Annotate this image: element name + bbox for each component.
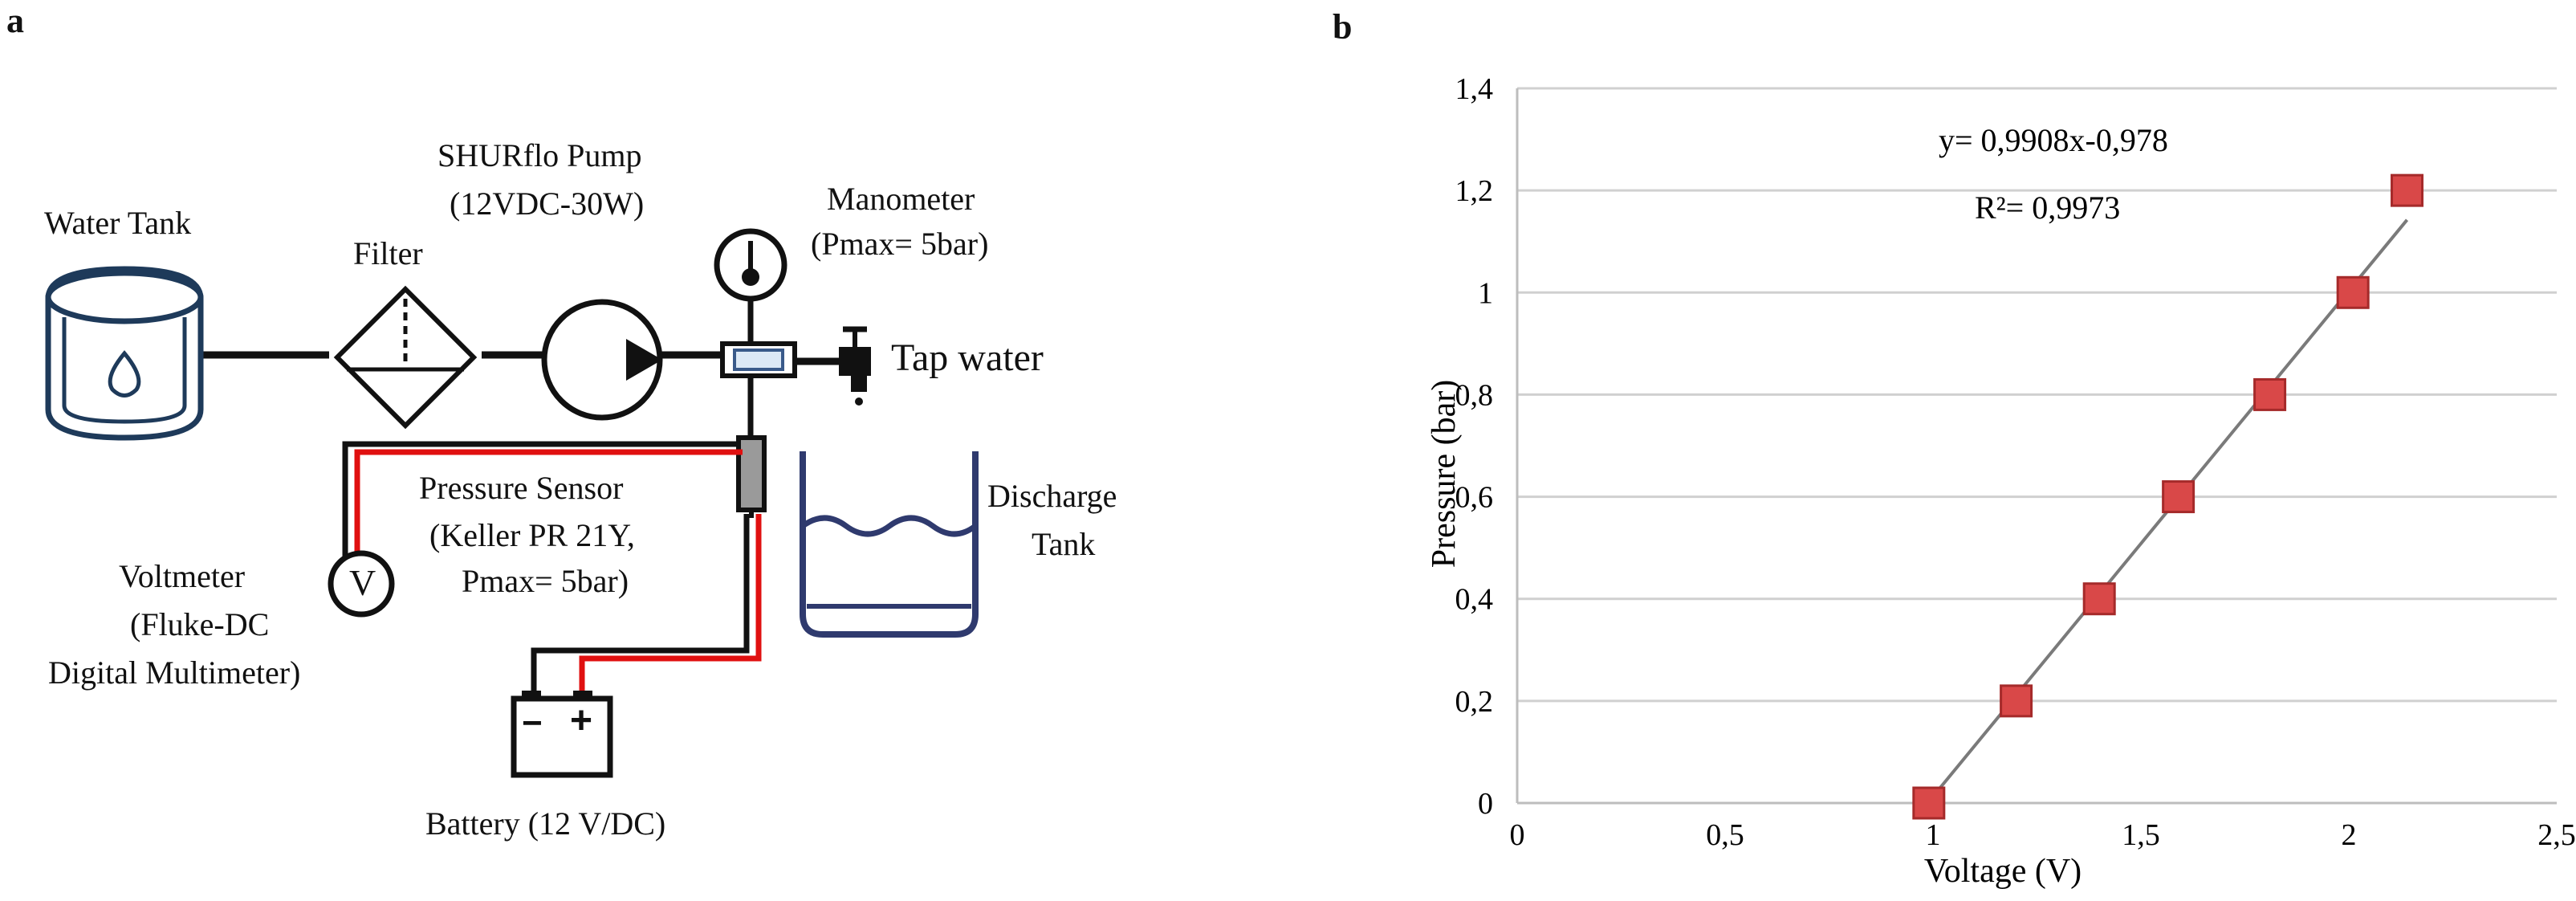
voltmeter-label-line3: Digital Multimeter) — [48, 654, 301, 691]
equation-annotation: y= 0,9908x-0,978 — [1939, 122, 2168, 158]
calibration-chart: 0 0,2 0,4 0,6 0,8 1 1,2 1,4 0 0,5 1 1,5 2 2,5 y= 0,99… — [1426, 72, 2576, 890]
y-tick-label: 1,2 — [1455, 174, 1494, 208]
panel-b-chart: b 0 0,2 0,4 0,6 0,8 1 1,2 1,4 0 0,5 1 1,5 2 2,5 y= 0,… — [1316, 0, 2576, 901]
x-tick-label: 1,5 — [2122, 818, 2160, 852]
pump-label-line2: (12VDC-30W) — [450, 186, 645, 222]
x-tick-label: 0,5 — [1706, 818, 1744, 852]
y-tick-label: 1,4 — [1455, 72, 1494, 106]
x-tick-label: 0 — [1510, 818, 1525, 852]
voltmeter-black-wire — [342, 441, 739, 562]
data-point-marker — [2253, 377, 2287, 411]
data-point-marker — [2162, 480, 2196, 514]
y-tick-label: 0 — [1478, 787, 1493, 821]
data-point-marker — [2000, 684, 2033, 718]
water-tank-label: Water Tank — [44, 205, 192, 241]
x-tick-label: 2 — [2342, 818, 2357, 852]
y-tick-label: 0,4 — [1455, 583, 1494, 617]
panel-a-diagram: a — [6, 1, 1117, 842]
r-squared-annotation: R²= 0,9973 — [1975, 190, 2120, 226]
tap-water-label: Tap water — [891, 336, 1044, 379]
battery-label: Battery (12 V/DC) — [425, 805, 666, 842]
pressure-sensor-icon — [736, 435, 767, 518]
sensor-label-line1: Pressure Sensor — [419, 470, 624, 506]
y-axis-title: Pressure (bar) — [1426, 380, 1463, 568]
y-tick-label: 0,8 — [1455, 378, 1494, 412]
discharge-label-line2: Tank — [1032, 526, 1096, 562]
y-tick-label: 1 — [1478, 276, 1493, 310]
sensor-label-line2: (Keller PR 21Y, — [429, 517, 635, 553]
panel-label-a: a — [6, 1, 24, 40]
voltmeter-icon — [328, 550, 395, 618]
tap-faucet-icon — [839, 326, 871, 406]
tee-fitting-icon — [720, 297, 797, 438]
manometer-label-line1: Manometer — [827, 181, 975, 217]
data-point-marker — [2082, 582, 2116, 616]
voltmeter-label-line1: Voltmeter — [119, 558, 246, 594]
battery-red-wire — [579, 514, 762, 691]
data-points — [1912, 173, 2424, 820]
manometer-icon — [714, 228, 787, 302]
battery-plus-sign: + — [570, 699, 593, 742]
data-point-marker — [2391, 173, 2424, 207]
y-tick-label: 0,6 — [1455, 481, 1494, 515]
filter-icon — [333, 285, 478, 430]
discharge-tank-icon — [800, 451, 979, 638]
voltmeter-label-line2: (Fluke-DC — [130, 606, 270, 642]
voltmeter-symbol: V — [349, 562, 376, 603]
pump-label-line1: SHURflo Pump — [437, 137, 642, 173]
manometer-label-line2: (Pmax= 5bar) — [811, 226, 989, 262]
x-tick-label: 1 — [1926, 818, 1941, 852]
pump-icon — [541, 299, 663, 421]
water-tank-icon — [45, 266, 204, 441]
grid-lines — [1517, 87, 2557, 703]
x-tick-label: 2,5 — [2537, 818, 2576, 852]
data-point-marker — [2336, 275, 2370, 309]
battery-minus-sign: − — [522, 703, 543, 743]
y-tick-label: 0,2 — [1455, 685, 1494, 719]
data-point-marker — [1912, 786, 1946, 820]
panel-label-b: b — [1333, 7, 1353, 47]
discharge-label-line1: Discharge — [987, 478, 1117, 514]
voltmeter-red-wire — [354, 449, 743, 562]
sensor-label-line3: Pmax= 5bar) — [462, 563, 629, 599]
schematic-drawing — [45, 228, 979, 778]
x-axis-title: Voltage (V) — [1924, 853, 2082, 890]
battery-icon — [511, 691, 613, 778]
battery-black-wire — [531, 514, 750, 691]
filter-label: Filter — [353, 235, 423, 271]
axes — [1516, 88, 2557, 805]
tick-labels: 0 0,2 0,4 0,6 0,8 1 1,2 1,4 0 0,5 1 1,5 2 2,5 — [1455, 72, 2576, 852]
